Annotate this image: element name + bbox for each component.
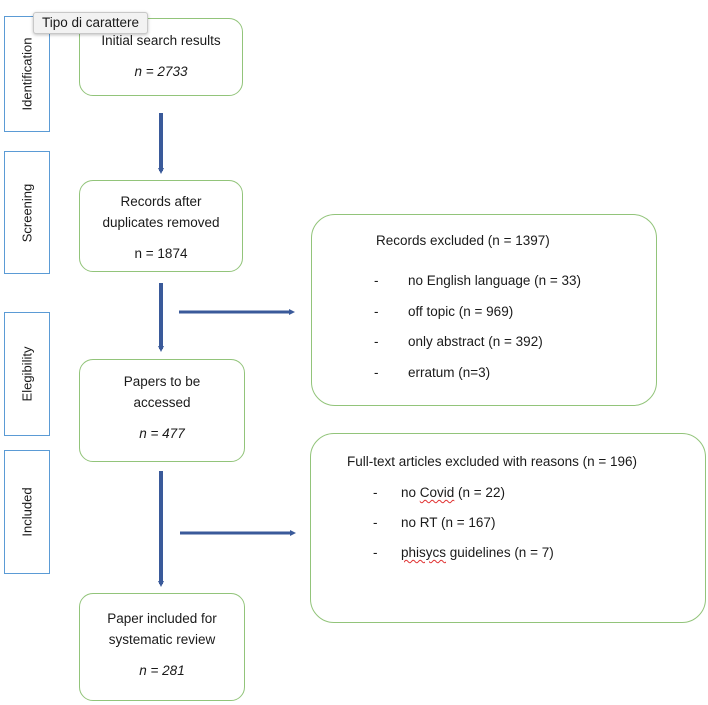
box-records-excluded: Records excluded (n = 1397) - no English… (311, 214, 657, 406)
box-papers-accessed-n: n = 477 (139, 426, 185, 441)
records-excluded-item: no English language (n = 33) (408, 273, 582, 288)
item-text: no RT (n = 167) (401, 515, 496, 530)
bullet-dash: - (374, 273, 379, 288)
box-papers-accessed-line2: accessed (133, 395, 191, 410)
fulltext-excluded-item: no Covid (n = 22) (401, 485, 505, 500)
spellcheck-flagged-word: Covid (419, 485, 455, 500)
stage-screening: Screening (4, 151, 50, 274)
item-text: no (401, 485, 420, 500)
bullet-dash: - (374, 365, 379, 380)
box-paper-included-n: n = 281 (139, 663, 185, 678)
records-excluded-item: erratum (n=3) (408, 365, 491, 380)
records-excluded-title: Records excluded (n = 1397) (376, 233, 550, 248)
box-after-duplicates: Records after duplicates removed n = 187… (79, 180, 243, 272)
fulltext-excluded-item: no RT (n = 167) (401, 515, 495, 530)
box-paper-included-line1: Paper included for (107, 611, 217, 626)
stage-included: Included (4, 450, 50, 574)
box-paper-included-line2: systematic review (108, 632, 216, 647)
box-papers-accessed-line1: Papers to be (123, 374, 201, 389)
bullet-dash: - (373, 485, 378, 500)
box-after-duplicates-line2: duplicates removed (102, 215, 220, 230)
fulltext-excluded-item: phisycs guidelines (n = 7) (401, 545, 554, 560)
box-fulltext-excluded: Full-text articles excluded with reasons… (310, 433, 706, 623)
records-excluded-item: only abstract (n = 392) (408, 334, 543, 349)
bullet-dash: - (373, 515, 378, 530)
box-after-duplicates-line1: Records after (120, 194, 202, 209)
bullet-dash: - (374, 334, 379, 349)
item-text: guidelines (n = 7) (446, 545, 554, 560)
records-excluded-item: off topic (n = 969) (408, 304, 514, 319)
fulltext-excluded-title: Full-text articles excluded with reasons… (347, 454, 638, 469)
bullet-dash: - (374, 304, 379, 319)
font-tooltip: Tipo di carattere (33, 12, 149, 34)
spellcheck-flagged-word: phisycs (401, 545, 447, 560)
item-text: (n = 22) (454, 485, 505, 500)
box-paper-included: Paper included for systematic review n =… (79, 593, 245, 701)
stage-identification: Identification (4, 16, 50, 132)
box-initial-search-n: n = 2733 (134, 64, 188, 79)
stage-elegibility: Elegibility (4, 312, 50, 436)
box-initial-search-label: Initial search results (101, 33, 221, 48)
box-after-duplicates-n: n = 1874 (134, 246, 188, 261)
box-papers-accessed: Papers to be accessed n = 477 (79, 359, 245, 462)
bullet-dash: - (373, 545, 378, 560)
